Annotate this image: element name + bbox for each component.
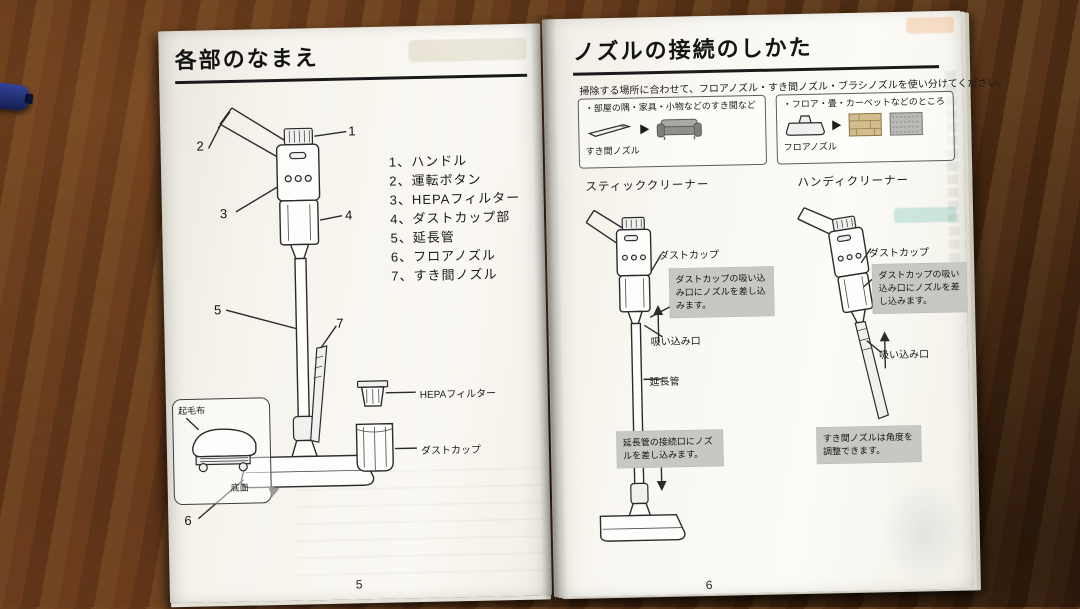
- callout-4: 4: [344, 207, 353, 223]
- usage-bullet: ・部屋の隅・家具・小物などのすき間など: [584, 99, 756, 114]
- usage-caption: フロアノズル: [783, 141, 837, 153]
- part-separator: 、: [398, 211, 413, 227]
- stick-dust-cup-label: ダストカップ: [658, 249, 720, 263]
- part-label: 運転ボタン: [411, 171, 482, 189]
- part-label: ダストカップ部: [412, 209, 511, 227]
- usage-bullet: ・フロア・畳・カーペットなどのところ: [782, 96, 945, 110]
- handy-inlet-label: 吸い込み口: [878, 349, 930, 362]
- stick-tube-label: 延長管: [649, 376, 680, 389]
- floor-nozzle-icon: [785, 115, 825, 137]
- inset-bottom-label: 底面: [230, 482, 249, 494]
- crevice-icon-row: [587, 114, 760, 144]
- hepa-dustcup-diagram: [355, 380, 417, 472]
- callout-5: 5: [213, 302, 222, 318]
- floor-icon-row: [785, 110, 948, 139]
- callout-6: 6: [184, 512, 192, 529]
- manual-booklet: 各部のなまえ: [144, 6, 1008, 608]
- usage-box-crevice: ・部屋の隅・家具・小物などのすき間など すき間ノズル: [577, 94, 768, 169]
- handy-note-top: ダストカップの吸い込み口にノズルを差し込みます。: [872, 262, 968, 314]
- carpet-tile-icon: [889, 112, 923, 136]
- nozzle-underside-inset: 起毛布 底面: [171, 397, 273, 506]
- part-label: 延長管: [412, 229, 455, 246]
- right-page: ノズルの接続のしかた 掃除する場所に合わせて、フロアノズル・すき間ノズル・ブラシ…: [541, 10, 1008, 598]
- usage-caption: すき間ノズル: [585, 145, 640, 157]
- part-separator: 、: [396, 154, 412, 170]
- left-page: 各部のなまえ: [158, 23, 553, 604]
- part-label: ハンドル: [411, 153, 468, 170]
- callout-7: 7: [336, 315, 344, 331]
- arrow-right-icon: [832, 120, 842, 131]
- stick-note-bottom: 延長管の接続口にノズルを差し込みます。: [616, 429, 724, 469]
- left-page-number: 5: [355, 577, 363, 592]
- usage-box-floor: ・フロア・畳・カーペットなどのところ フロアノズル: [775, 90, 956, 165]
- left-page-title: 各部のなまえ: [174, 35, 528, 85]
- part-label: HEPAフィルター: [411, 189, 521, 208]
- inset-top-label: 起毛布: [177, 405, 206, 417]
- hepa-filter-label: HEPAフィルター: [419, 388, 497, 402]
- parts-list-item: 4、ダストカップ部: [390, 207, 521, 229]
- parts-list: 1、ハンドル 2、運転ボタン 3、HEPAフィルター 4、ダストカップ部 5、延…: [389, 150, 522, 286]
- crevice-nozzle-icon: [587, 124, 632, 138]
- part-label: フロアノズル: [412, 247, 497, 265]
- handheld-underside-drawing: [185, 417, 257, 473]
- part-separator: 、: [398, 230, 413, 246]
- dust-cup-label: ダストカップ: [420, 444, 482, 458]
- blue-pen: [0, 82, 32, 112]
- wood-floor-tile-icon: [848, 113, 882, 137]
- handy-cleaner-diagram: [797, 207, 890, 420]
- stick-inlet-label: 吸い込み口: [650, 336, 701, 349]
- parts-list-item: 7、すき間ノズル: [391, 264, 522, 286]
- part-separator: 、: [397, 192, 413, 208]
- part-separator: 、: [397, 173, 412, 189]
- callout-2: 2: [196, 138, 204, 154]
- callout-1: 1: [348, 123, 356, 139]
- sofa-icon: [656, 119, 702, 141]
- callout-3: 3: [219, 206, 228, 222]
- right-page-title: ノズルの接続のしかた: [572, 27, 940, 76]
- handy-note-bottom: すき間ノズルは角度を調整できます。: [816, 425, 922, 464]
- arrow-right-icon: [640, 124, 650, 135]
- handy-dust-cup-label: ダストカップ: [868, 247, 930, 260]
- stick-vacuum-parts-diagram: [197, 107, 375, 520]
- part-label: すき間ノズル: [413, 266, 498, 284]
- part-separator: 、: [399, 268, 414, 284]
- right-page-number: 6: [705, 577, 713, 593]
- stick-note-top: ダストカップの吸い込み口にノズルを差し込みます。: [669, 266, 775, 318]
- part-separator: 、: [398, 249, 414, 265]
